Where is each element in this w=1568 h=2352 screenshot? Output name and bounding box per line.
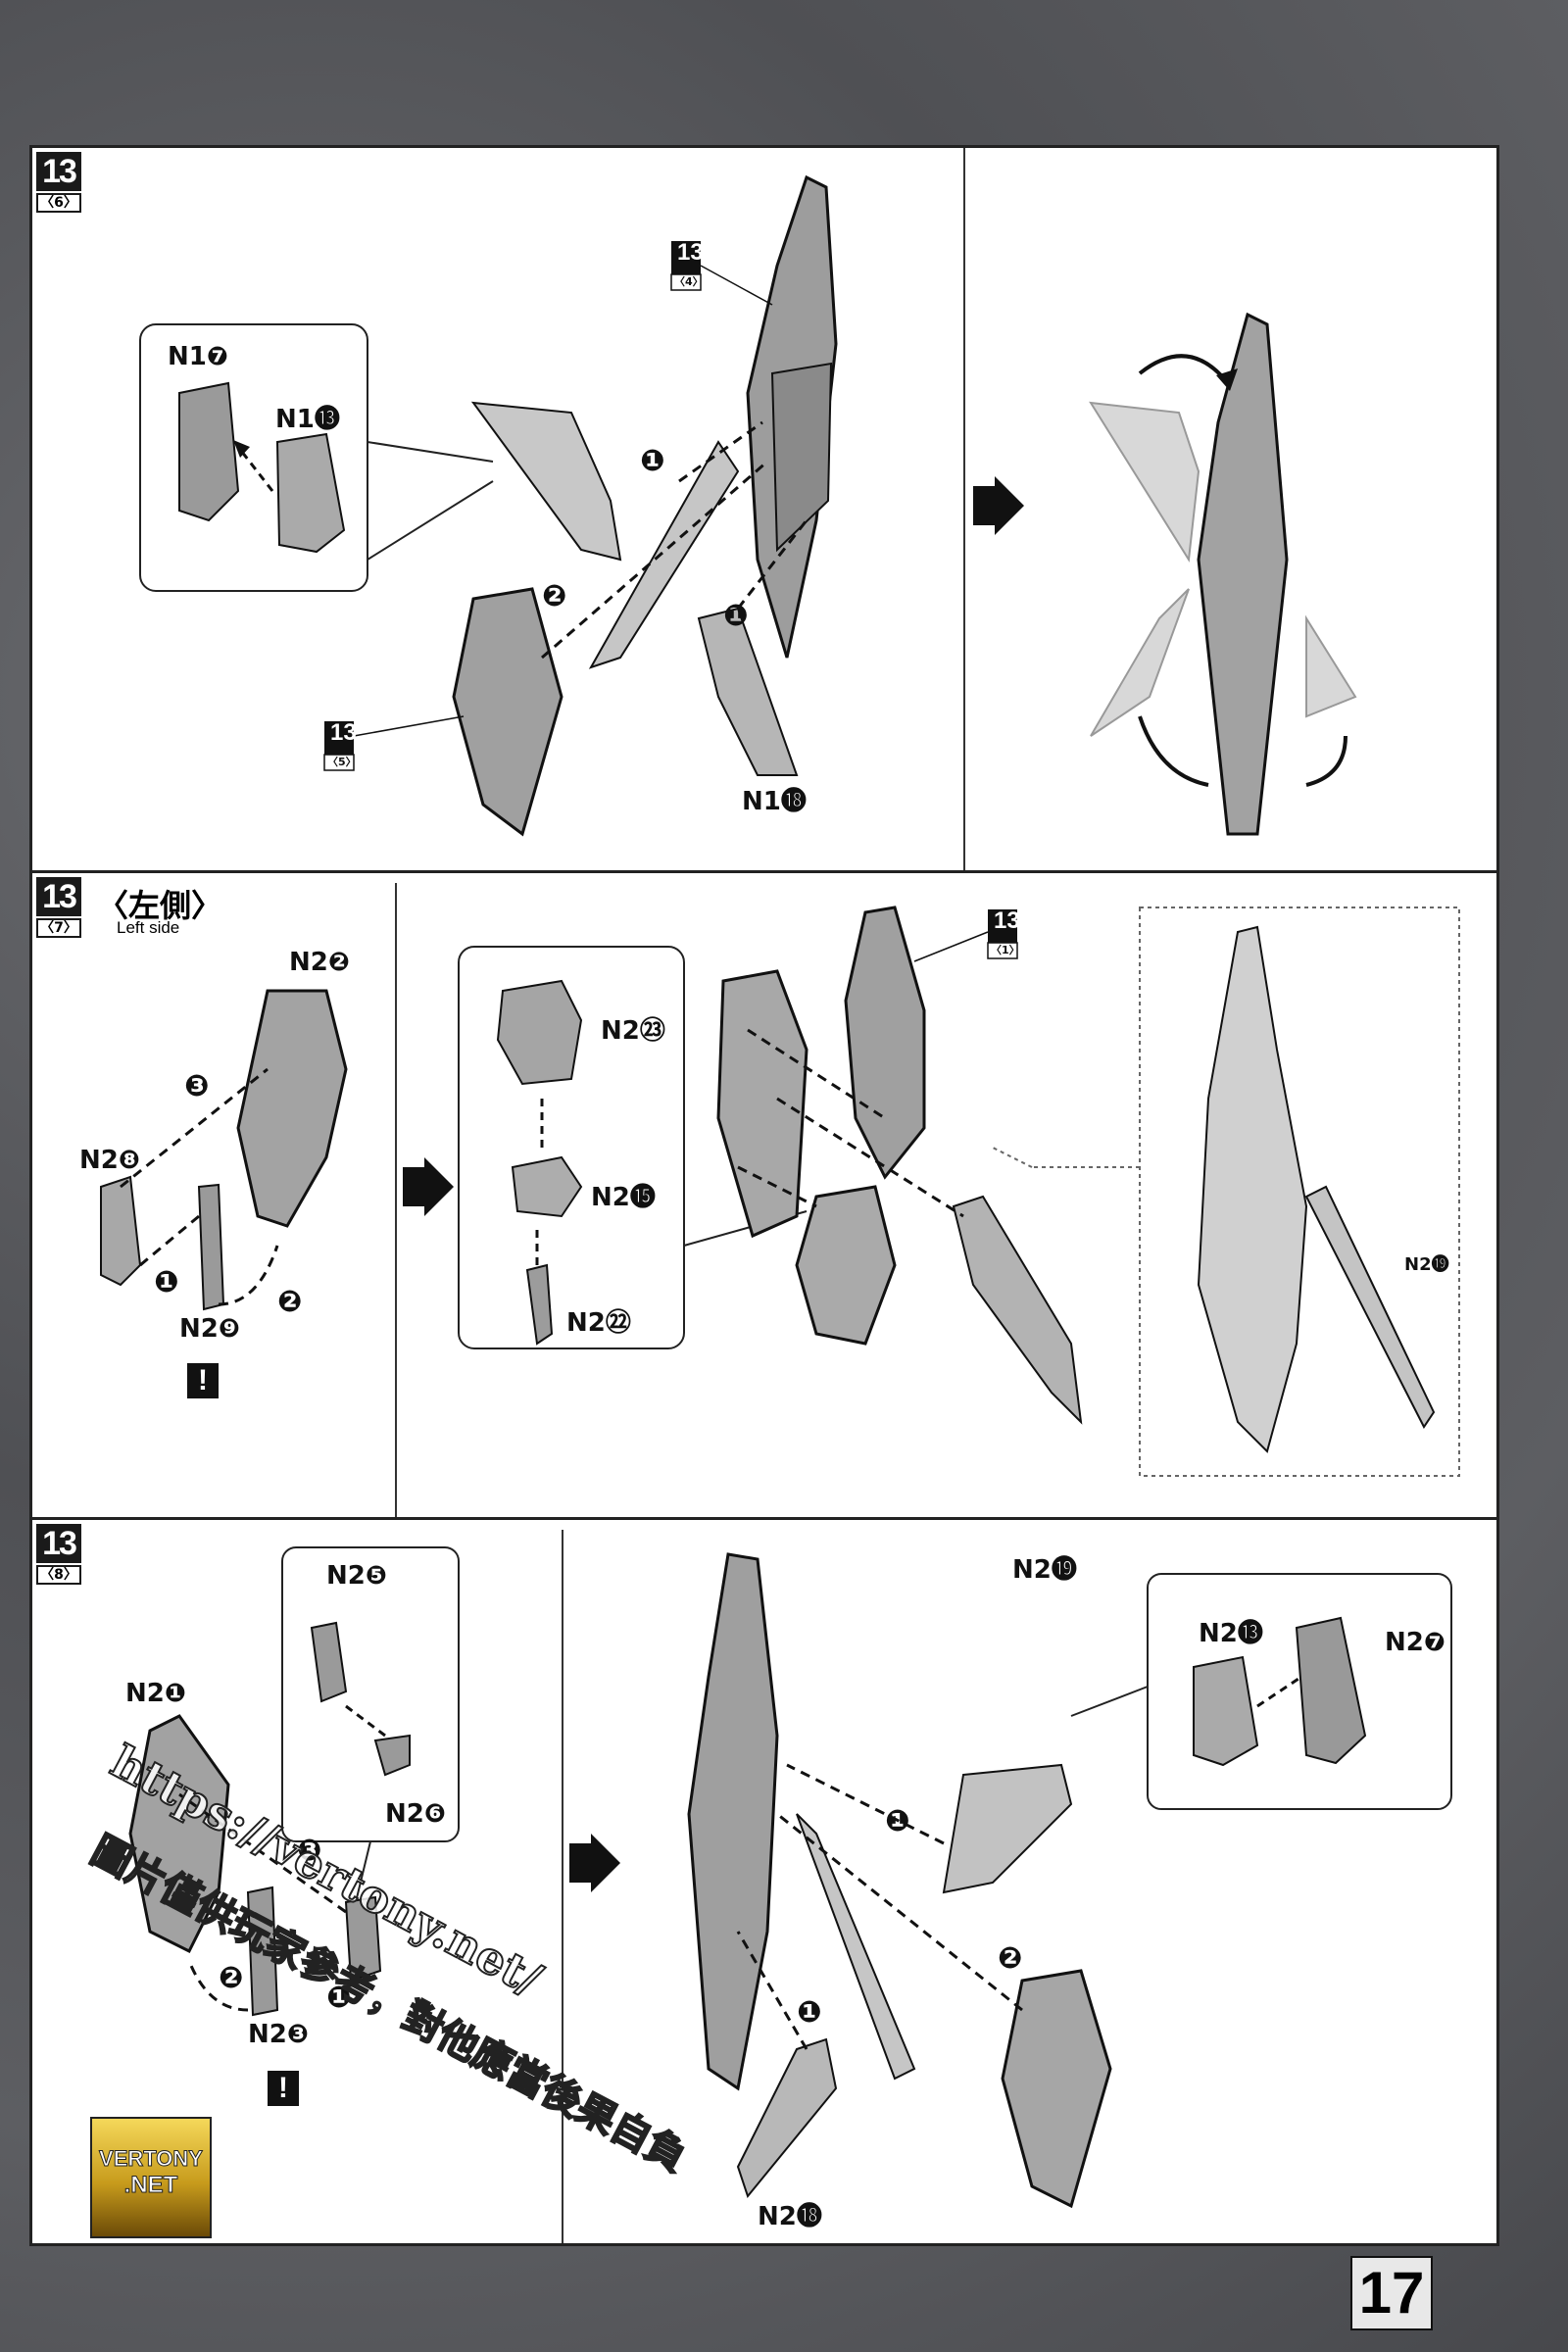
label-n2-18: N2⓲ (758, 2202, 822, 2231)
lower-shield (452, 587, 564, 837)
left-shield (128, 1714, 230, 1954)
part-n2-18 (736, 2037, 838, 2199)
assembled-reference (1197, 925, 1308, 1453)
ref-bottom-step: 13 (330, 719, 357, 746)
warning-icon: ! (268, 2071, 299, 2106)
arrow-step-2: ❷ (219, 1961, 244, 1995)
reference-box (1139, 906, 1460, 1477)
center-body (716, 969, 808, 1239)
upper-arm (844, 906, 926, 1180)
label-n1-7: N1❼ (168, 342, 228, 371)
arrow-step-1a: ❶ (326, 1981, 352, 2015)
part-n1-7 (178, 381, 240, 522)
arrow-step-3: ❸ (184, 1069, 210, 1103)
inset-box-left (281, 1546, 460, 1842)
part-n2-15 (511, 1155, 583, 1218)
part-n2-6 (373, 1734, 411, 1777)
label-n2-9: N2❾ (179, 1314, 240, 1344)
label-n2-19: N2⓳ (1012, 1555, 1077, 1585)
label-n2-2: N2❷ (289, 948, 350, 977)
arrow-step-2b: ❷ (998, 1941, 1023, 1976)
step-number: 13 (36, 1524, 81, 1563)
label-n2-1: N2❶ (125, 1679, 186, 1708)
blade-part (588, 440, 740, 669)
step-13-8-illustration (128, 1546, 1452, 2209)
label-n2-7: N2❼ (1385, 1628, 1446, 1657)
instruction-sheet: 13 〈6〉 (29, 145, 1499, 2246)
wing-part (470, 401, 622, 562)
part-n2-22 (525, 1263, 554, 1346)
arrow-step-2: ❷ (542, 579, 567, 613)
main-body (687, 1552, 779, 2091)
arrow-step-1: ❶ (154, 1265, 179, 1299)
logo-line2: .NET (123, 2172, 178, 2199)
warning-icon: ! (187, 1363, 219, 1398)
part-n1-18 (697, 607, 799, 776)
part-n1-13 (275, 432, 346, 554)
part-n2-3 (246, 1886, 279, 2017)
arrow-step-1a: ❶ (640, 444, 665, 478)
arrow-step-1b: ❶ (723, 599, 749, 633)
label-n2-5: N2❺ (326, 1561, 387, 1591)
arrow-step-2: ❷ (277, 1285, 303, 1319)
label-n2-13: N2⓭ (1199, 1619, 1263, 1648)
lower-shield (1001, 1969, 1112, 2209)
step-13-6-panel: 13 〈6〉 (32, 148, 1496, 873)
part-n2-5 (310, 1621, 348, 1703)
panel-divider (562, 1530, 564, 2243)
label-n1-18: N1⓲ (742, 787, 807, 816)
step-13-7-illustration (100, 906, 1460, 1477)
label-n2-23: N2㉓ (601, 1016, 665, 1046)
label-n2-22: N2㉒ (566, 1308, 631, 1338)
label-n2-15: N2⓯ (591, 1183, 656, 1212)
arrow-step-1c: ❶ (797, 1995, 822, 2030)
substep-number: 〈7〉 (36, 918, 81, 938)
label-n2-3: N2❸ (248, 2020, 309, 2049)
ref-bottom-sub: 〈5〉 (327, 756, 357, 768)
part-n2-19 (952, 1195, 1083, 1425)
logo-line1: VERTONY (99, 2146, 204, 2172)
vertony-logo: VERTONY .NET (90, 2117, 212, 2238)
step-13-7-panel: 13 〈7〉 〈左側〉 Left side (32, 873, 1496, 1585)
step-number: 13 (36, 152, 81, 191)
substep-number: 〈6〉 (36, 193, 81, 213)
side-subtitle: Left side (117, 918, 180, 937)
ref-top-step: 13 (677, 239, 704, 266)
part-n2-9 (197, 1183, 225, 1311)
page-number: 17 (1350, 2256, 1433, 2330)
side-title: 〈左側〉 (97, 887, 223, 924)
step-number: 13 (36, 877, 81, 916)
wing-part (942, 1763, 1073, 1894)
arrow-step-3: ❸ (297, 1834, 322, 1868)
result-body (1197, 312, 1289, 836)
substep-number: 〈8〉 (36, 1565, 81, 1585)
arrow-step-1b: ❶ (885, 1804, 910, 1838)
part-n2-8 (100, 1175, 142, 1287)
step-13-6-illustration (139, 174, 1357, 837)
part-n2-23 (496, 979, 583, 1086)
label-n2-19-ref: N2⓳ (1404, 1254, 1449, 1275)
ref-top-sub: 〈4〉 (674, 275, 704, 288)
label-n1-13: N1⓭ (275, 405, 340, 434)
part-n2-7 (1295, 1616, 1367, 1765)
step-13-8-panel: 13 〈8〉 (32, 1520, 1496, 2243)
panel-divider (395, 883, 397, 1517)
label-n2-8: N2❽ (79, 1146, 140, 1175)
part-n2-13 (1193, 1655, 1259, 1767)
lower-block (795, 1185, 897, 1346)
part-n2-2 (236, 989, 348, 1228)
ref-step: 13 (994, 907, 1020, 934)
label-n2-6: N2❻ (385, 1799, 446, 1829)
panel-divider (963, 148, 965, 870)
ref-sub: 〈1〉 (991, 944, 1020, 956)
